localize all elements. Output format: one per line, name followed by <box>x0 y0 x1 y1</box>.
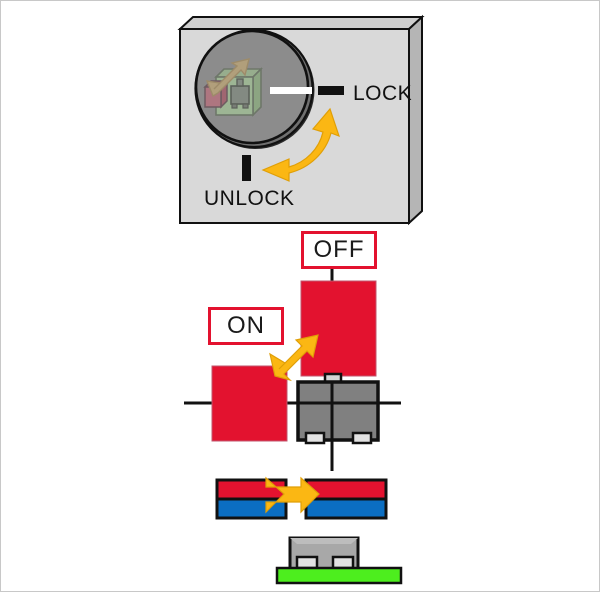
component-side-lead-right <box>331 555 355 570</box>
on-off-orientation-section <box>184 269 401 471</box>
on-off-toggle-arrow <box>269 334 319 382</box>
dial-rotation-arrow <box>261 107 340 182</box>
pcb-board-side <box>252 67 262 117</box>
magnet-right-north <box>304 478 388 501</box>
lock-unlock-panel <box>177 14 425 226</box>
pcb-chip-lead-right <box>242 103 249 109</box>
component-body-top-view <box>296 380 380 442</box>
lock-tick-mark <box>318 86 344 95</box>
unlock-tick-mark <box>242 155 251 181</box>
dial-inner-pcb-icon <box>203 58 263 117</box>
magnet-section <box>215 476 403 585</box>
pcb-chip-tab <box>236 78 244 87</box>
pcb-board-side-view <box>275 566 403 585</box>
magnet-right <box>304 478 388 520</box>
state-label-on: ON <box>208 307 284 345</box>
component-side-body-shade <box>290 538 358 544</box>
magnet-right-south <box>304 497 388 520</box>
component-top-view <box>296 372 380 445</box>
unlock-position-label: UNLOCK <box>204 187 295 210</box>
red-square-on <box>211 365 288 442</box>
lock-position-label: LOCK <box>353 82 413 105</box>
dial-insert-direction-arrow <box>205 58 250 98</box>
red-square-off <box>300 280 377 377</box>
pcb-chip-body <box>230 85 250 105</box>
magnet-separation-arrow <box>265 476 320 514</box>
panel-top-bevel <box>177 16 425 30</box>
pcb-chip-lead-left <box>231 103 238 109</box>
dial-pointer <box>270 87 312 94</box>
component-side-lead-left <box>295 555 319 570</box>
state-label-off: OFF <box>301 231 377 269</box>
magnet-left <box>215 478 288 520</box>
component-lead-bottom-left <box>304 431 326 445</box>
panel-right-bevel <box>408 14 423 226</box>
magnet-left-north <box>215 478 288 501</box>
component-side-view <box>275 536 403 585</box>
component-lead-bottom-right <box>351 431 373 445</box>
